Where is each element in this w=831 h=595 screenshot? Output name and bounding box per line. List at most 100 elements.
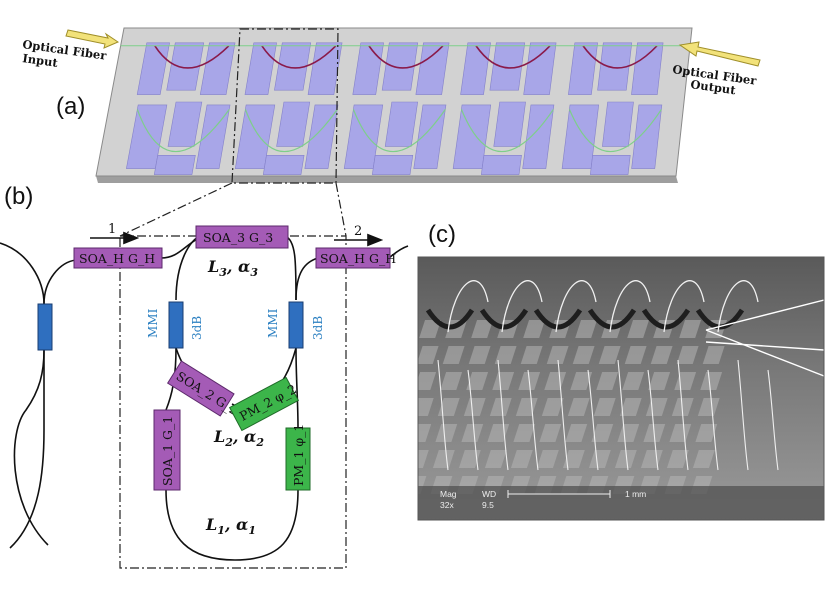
sem-wirebond bbox=[497, 359, 509, 471]
sem-pad bbox=[570, 372, 593, 390]
sem-pad bbox=[367, 320, 389, 338]
sem-pad bbox=[692, 450, 715, 468]
soa3-box bbox=[195, 225, 289, 249]
pad bbox=[589, 154, 631, 175]
sem-pad bbox=[386, 398, 408, 416]
sem-wirebond bbox=[467, 369, 479, 471]
sem-pad bbox=[418, 424, 432, 442]
mmi-left bbox=[168, 301, 184, 349]
sem-pad bbox=[471, 320, 494, 338]
pm1-label: PM_1 φ_1 bbox=[291, 424, 306, 486]
sem-chip-detail bbox=[308, 280, 824, 494]
sem-pad bbox=[669, 424, 692, 442]
sem-pad bbox=[310, 372, 332, 390]
waveguide-loop bbox=[460, 109, 554, 152]
sem-pad bbox=[697, 398, 720, 416]
panel-label-c: (c) bbox=[428, 221, 456, 248]
sem-wirebond bbox=[447, 280, 489, 333]
sem-ring bbox=[425, 308, 475, 330]
soa-h-left-box bbox=[73, 247, 163, 269]
pad bbox=[167, 101, 203, 147]
panel-label-b: (b) bbox=[4, 183, 33, 210]
sem-frame bbox=[417, 256, 825, 521]
sem-pad bbox=[352, 476, 374, 494]
sem-pad bbox=[617, 424, 640, 442]
sem-wirebond bbox=[527, 369, 539, 471]
sem-pad bbox=[541, 398, 564, 416]
sem-pad bbox=[575, 320, 598, 338]
pad bbox=[631, 104, 663, 169]
sem-pad bbox=[648, 372, 671, 390]
mmi-right-label: MMI bbox=[266, 308, 280, 338]
pad bbox=[480, 154, 522, 175]
sem-wirebond bbox=[717, 280, 759, 333]
sem-pad bbox=[362, 372, 384, 390]
pad bbox=[199, 42, 236, 95]
soa-h-right-box bbox=[315, 247, 391, 269]
sem-pad bbox=[679, 320, 702, 338]
sem-wirebond bbox=[555, 280, 597, 333]
sem-pad bbox=[492, 372, 515, 390]
waveguide-arc bbox=[154, 45, 230, 69]
sem-wirebond bbox=[557, 359, 569, 471]
sem-pad bbox=[539, 424, 562, 442]
sem-pad bbox=[391, 346, 413, 364]
fiber-input-label-2: Input bbox=[22, 51, 60, 70]
unit-cell-box bbox=[119, 235, 347, 569]
mmi-right bbox=[288, 301, 304, 349]
sem-pad bbox=[702, 346, 725, 364]
sem-pad bbox=[336, 372, 358, 390]
pad bbox=[307, 42, 343, 95]
sem-pad bbox=[331, 424, 353, 442]
sem-wd-value: 9.5 bbox=[482, 500, 494, 510]
sem-pad bbox=[676, 346, 699, 364]
sem-pad bbox=[596, 372, 619, 390]
sem-pad bbox=[461, 424, 484, 442]
sem-pad bbox=[614, 450, 637, 468]
sem-pad bbox=[435, 424, 458, 442]
sem-wirebond bbox=[609, 280, 651, 333]
sem-pad bbox=[671, 398, 694, 416]
zoom-indicator bbox=[119, 28, 347, 237]
sem-ring bbox=[587, 308, 637, 330]
waveguides bbox=[120, 45, 691, 152]
sem-pad bbox=[627, 320, 650, 338]
panel-c-sem-image: Mag 32x WD 9.5 1 mm bbox=[308, 257, 824, 520]
sem-zoom-line bbox=[705, 329, 824, 377]
sem-pad bbox=[365, 346, 387, 364]
sem-pad bbox=[393, 320, 415, 338]
sem-wirebond bbox=[647, 369, 659, 471]
sem-wirebond bbox=[617, 359, 629, 471]
panel-a-chip bbox=[95, 27, 693, 183]
pad bbox=[413, 104, 447, 169]
pm2-box-group: PM_2 φ_2 bbox=[228, 376, 300, 432]
pad bbox=[602, 101, 634, 147]
sem-pad bbox=[313, 346, 335, 364]
sem-pad bbox=[308, 398, 330, 416]
sem-ring bbox=[641, 308, 691, 330]
sem-pad bbox=[440, 372, 463, 390]
pad bbox=[522, 104, 555, 169]
soa1-box bbox=[153, 409, 181, 491]
fiber-input: Optical Fiber Input bbox=[22, 29, 120, 70]
sem-pad bbox=[562, 450, 585, 468]
loop2-label: L2, α2 bbox=[213, 427, 264, 449]
sem-mag-value: 32x bbox=[440, 500, 454, 510]
sem-pad bbox=[624, 346, 647, 364]
sem-wirebond bbox=[737, 359, 749, 471]
pad bbox=[597, 42, 633, 91]
sem-pad bbox=[419, 320, 442, 338]
sem-pad bbox=[494, 346, 517, 364]
sem-pad bbox=[334, 398, 356, 416]
sem-pad bbox=[388, 372, 410, 390]
pad bbox=[381, 42, 419, 91]
sem-mag-label: Mag bbox=[440, 489, 457, 499]
fiber-output-label-2: Output bbox=[690, 77, 738, 97]
sem-pad bbox=[418, 372, 437, 390]
sem-pad bbox=[442, 346, 465, 364]
panel-b-circuit: SOA_H G_H SOA_3 G_3 SOA_H G_H L3, α3 MMI… bbox=[0, 222, 409, 569]
sem-pad bbox=[341, 320, 363, 338]
soa1-label: SOA_1 G_1 bbox=[160, 416, 175, 486]
panel-label-a: (a) bbox=[56, 93, 85, 120]
